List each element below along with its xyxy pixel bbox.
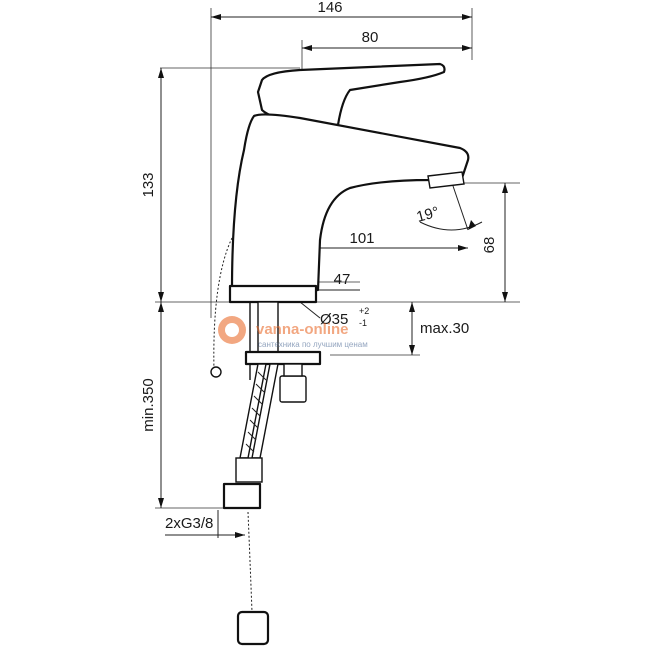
hose-nut <box>222 482 262 510</box>
dim-101: 101 <box>349 230 374 247</box>
watermark-tagline: сантехника по лучшим ценам <box>258 340 368 349</box>
aerator <box>427 171 465 189</box>
dim-tol-minus: -1 <box>359 318 367 328</box>
chain-and-plug <box>210 237 270 646</box>
dim-angle: 19° <box>415 204 441 226</box>
chain-end <box>210 366 222 378</box>
dim-thread: 2xG3/8 <box>165 515 213 532</box>
hose-fitting <box>235 457 263 483</box>
dim-tol-plus: +2 <box>359 306 369 316</box>
dim-80: 80 <box>362 29 379 46</box>
faucet-body <box>230 113 470 292</box>
dim-146: 146 <box>317 0 342 16</box>
dimension-labels: 146 80 133 min.350 68 101 47 max.30 Ø35 … <box>140 0 498 532</box>
nut <box>279 375 307 403</box>
nut-neck <box>283 363 303 377</box>
dim-68: 68 <box>481 237 498 254</box>
dimension-lines <box>158 14 508 538</box>
faucet <box>228 62 470 403</box>
dim-47: 47 <box>334 271 351 288</box>
mounting-plate <box>244 350 322 366</box>
drain-plug <box>236 610 270 646</box>
watermark: vanna-online сантехника по лучшим ценам <box>218 316 368 349</box>
dim-diameter: Ø35 <box>320 311 348 328</box>
faucet-base <box>228 284 318 304</box>
dim-133: 133 <box>140 172 157 197</box>
dim-max30: max.30 <box>420 320 469 337</box>
hoses <box>222 363 279 510</box>
watermark-brand: vanna-online <box>256 321 349 338</box>
dim-min350: min.350 <box>140 378 157 431</box>
